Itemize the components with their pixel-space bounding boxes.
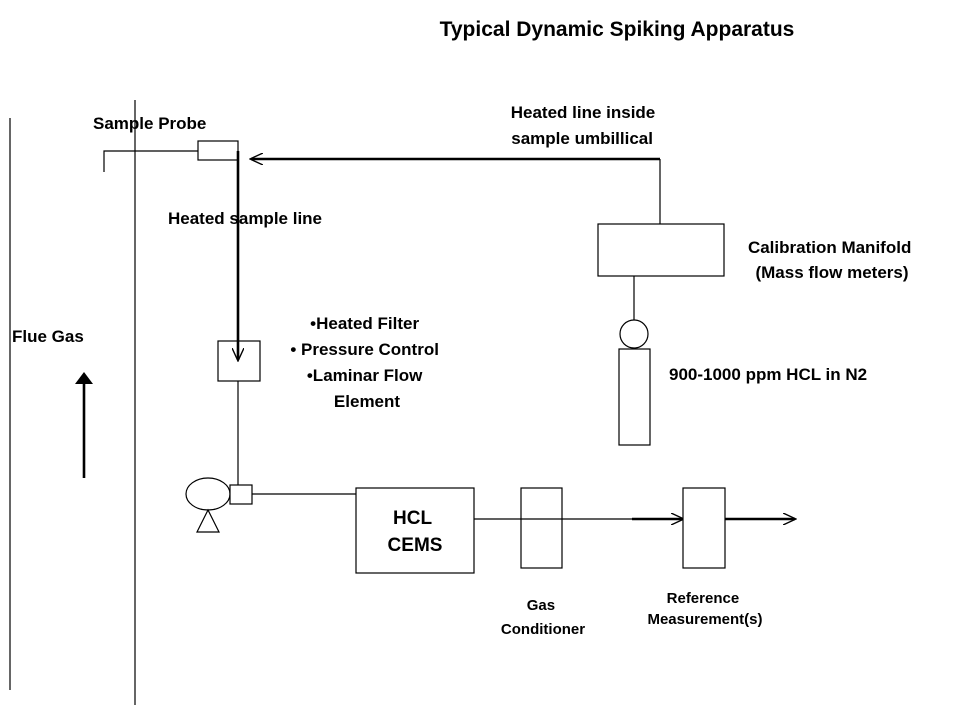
reference-measurement-line2: Measurement(s) bbox=[647, 611, 762, 628]
heated-line-umbilical-line2: sample umbillical bbox=[511, 129, 653, 148]
hcl-cems-line1: HCL bbox=[393, 508, 432, 529]
cylinder-regulator bbox=[619, 319, 649, 349]
pump-outlet bbox=[229, 484, 253, 505]
pump-body bbox=[185, 477, 231, 511]
filter-block-line3: •Laminar Flow bbox=[307, 366, 423, 385]
filter-block-label: •Heated Filter • Pressure Control •Lamin… bbox=[290, 314, 443, 411]
filter-block-line4: Element bbox=[334, 392, 400, 411]
calibration-manifold-line2: (Mass flow meters) bbox=[755, 263, 908, 282]
gas-conditioner-line1: Gas bbox=[527, 597, 555, 614]
reference-measurement-line1: Reference bbox=[667, 590, 740, 607]
pump-base bbox=[196, 508, 220, 533]
reference-measurement-box bbox=[682, 487, 726, 569]
sample-probe-tube bbox=[103, 150, 198, 172]
cylinder-gas-label: 900-1000 ppm HCL in N2 bbox=[669, 365, 867, 384]
calibration-manifold-box bbox=[597, 223, 725, 277]
gas-conditioner-label: Gas Conditioner bbox=[501, 597, 585, 638]
gas-cylinder bbox=[618, 348, 651, 446]
reference-measurement-label: Reference Measurement(s) bbox=[647, 590, 762, 628]
calibration-manifold-label: Calibration Manifold (Mass flow meters) bbox=[748, 238, 916, 282]
gas-conditioner-box bbox=[520, 487, 563, 569]
hcl-cems-box bbox=[355, 487, 475, 574]
heated-line-umbilical-label: Heated line inside sample umbillical bbox=[511, 103, 660, 148]
sample-probe-label: Sample Probe bbox=[93, 114, 206, 133]
calibration-manifold-line1: Calibration Manifold bbox=[748, 238, 911, 257]
flue-gas-label: Flue Gas bbox=[12, 327, 84, 346]
sample-probe-head bbox=[197, 140, 239, 161]
heated-line-umbilical-line1: Heated line inside bbox=[511, 103, 656, 122]
diagram-title: Typical Dynamic Spiking Apparatus bbox=[440, 18, 795, 41]
filter-block-line1: •Heated Filter bbox=[310, 314, 419, 333]
gas-conditioner-line2: Conditioner bbox=[501, 621, 585, 638]
heated-sample-line-label: Heated sample line bbox=[168, 209, 322, 228]
hcl-cems-line2: CEMS bbox=[388, 535, 443, 556]
hcl-cems-label: HCL CEMS bbox=[388, 508, 443, 556]
filter-block-line2: • Pressure Control bbox=[290, 340, 439, 359]
